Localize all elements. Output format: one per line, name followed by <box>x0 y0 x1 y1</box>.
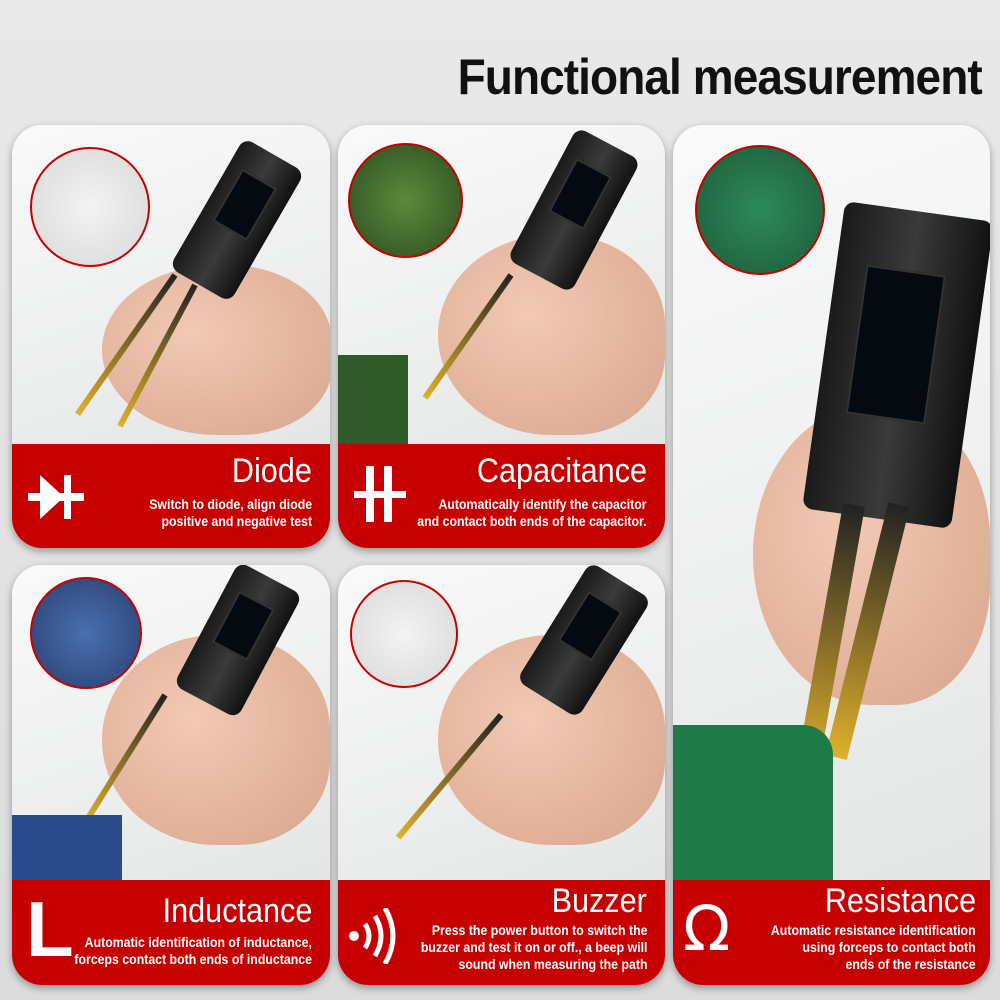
description-line: Automatic resistance identification <box>771 922 976 938</box>
card-heading: Diode <box>232 452 312 490</box>
tester-screen <box>557 591 623 662</box>
sound-waves-icon <box>349 908 396 964</box>
description-line: buzzer and test it on or off., a beep wi… <box>420 939 647 955</box>
tester-screen <box>212 168 277 241</box>
product-photo <box>12 565 330 880</box>
product-photo <box>12 125 330 445</box>
description-line: Automatically identify the capacitor <box>438 496 647 512</box>
info-band: Ω Resistance Automatic resistance identi… <box>673 880 990 985</box>
description-line: ends of the resistance <box>845 956 976 972</box>
tester-screen <box>212 590 275 661</box>
description-line: positive and negative test <box>161 513 312 529</box>
inset-photo <box>30 147 150 267</box>
card-heading: Resistance <box>824 882 976 920</box>
inset-photo <box>350 580 458 688</box>
omega-icon: Ω <box>683 892 731 965</box>
diode-icon <box>28 475 84 519</box>
inset-photo <box>695 145 825 275</box>
product-photo <box>338 125 665 445</box>
card-heading: Buzzer <box>551 882 647 920</box>
circuit-board <box>12 815 122 880</box>
description-line: and contact both ends of the capacitor. <box>417 513 647 529</box>
card-description: Automatic identification of inductance,f… <box>74 934 312 968</box>
inset-photo <box>30 577 142 689</box>
inset-photo <box>348 143 463 258</box>
card-heading: Inductance <box>162 892 312 930</box>
info-band: Buzzer Press the power button to switch … <box>338 880 665 985</box>
description-line: Press the power button to switch the <box>431 922 647 938</box>
tester-screen <box>548 158 612 230</box>
info-band: L Inductance Automatic identification of… <box>12 880 330 985</box>
product-photo <box>338 565 665 880</box>
description-line: Switch to diode, align diode <box>149 496 312 512</box>
description-line: forceps contact both ends of inductance <box>74 951 312 967</box>
tester-screen <box>845 264 946 425</box>
inductor-L-icon: L <box>26 885 74 973</box>
card-heading: Capacitance <box>476 452 647 490</box>
page-title: Functional measurement <box>457 49 983 105</box>
card-buzzer: Buzzer Press the power button to switch … <box>338 565 665 985</box>
description-line: sound when measuring the path <box>458 956 647 972</box>
card-capacitance: Capacitance Automatically identify the c… <box>338 125 665 548</box>
description-line: using forceps to contact both <box>802 939 976 955</box>
circuit-board <box>673 725 833 880</box>
capacitor-icon <box>354 466 406 522</box>
description-line: Automatic identification of inductance, <box>84 934 312 950</box>
card-inductance: L Inductance Automatic identification of… <box>12 565 330 985</box>
card-resistance: Ω Resistance Automatic resistance identi… <box>673 125 990 985</box>
circuit-board <box>338 355 408 445</box>
product-photo <box>673 125 990 880</box>
info-band: Capacitance Automatically identify the c… <box>338 444 665 548</box>
